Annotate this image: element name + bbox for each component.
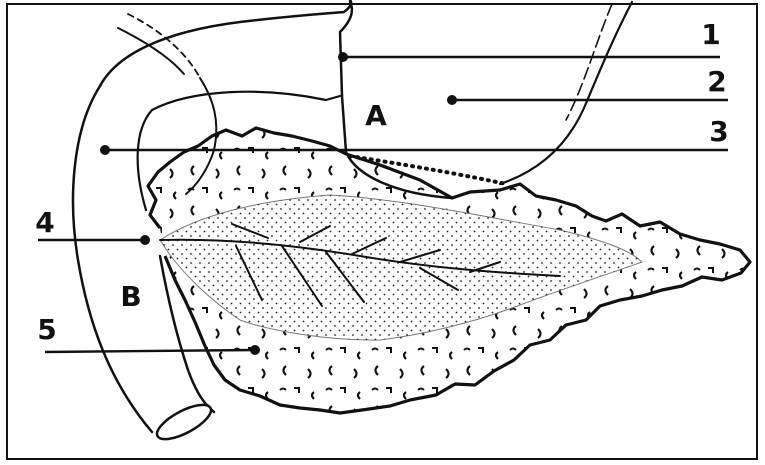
leader-dot-1	[338, 52, 348, 62]
callout-label-4: 4	[35, 206, 54, 239]
region-label-a: A	[365, 99, 387, 132]
leader-dot-3	[100, 145, 110, 155]
callout-label-1: 1	[701, 18, 720, 51]
leader-dot-5	[250, 345, 260, 355]
region-label-b: B	[120, 280, 141, 313]
callout-label-5: 5	[37, 313, 56, 346]
leader-dot-2	[447, 95, 457, 105]
callout-label-2: 2	[707, 65, 726, 98]
leader-dot-4	[140, 235, 150, 245]
callout-label-3: 3	[709, 115, 728, 148]
